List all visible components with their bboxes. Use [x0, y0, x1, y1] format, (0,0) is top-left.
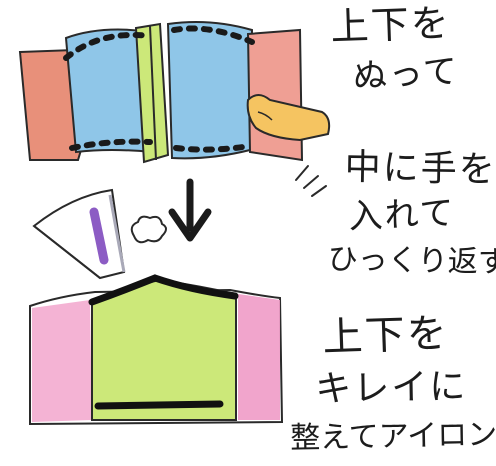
step3-note-line3: 整えてアイロン [289, 417, 496, 456]
iron-icon [32, 188, 126, 280]
fabric-left-pink [32, 300, 92, 422]
motion-lines-icon [295, 165, 327, 197]
hand-icon [246, 94, 331, 142]
step3-note-line1: 上下を [321, 310, 450, 361]
seam-top [88, 274, 239, 306]
fabric-right-pink [238, 294, 280, 420]
sewn-fabric-drawing [18, 21, 331, 197]
finished-fabric-drawing [29, 188, 284, 426]
fabric-right-blue [166, 21, 254, 160]
step2-note-line2: 入れて [347, 193, 457, 237]
stitch-line-bottom [69, 138, 253, 153]
step1-note-line2: ぬって [351, 51, 461, 97]
stitch-line-top [63, 25, 255, 61]
steam-icon [130, 215, 167, 244]
seam-bottom [94, 400, 224, 410]
down-arrow-icon [168, 178, 212, 242]
step3-note-line2: キレイに [314, 366, 468, 410]
hand-finger-line [257, 111, 273, 121]
step2-note-line1: 中に手を [344, 147, 496, 191]
fold-line [149, 25, 157, 161]
fabric-center-green [91, 278, 237, 421]
step2-note-line3: ひっくり返す! [327, 242, 496, 281]
step1-note-line1: 上下を [329, 0, 452, 49]
